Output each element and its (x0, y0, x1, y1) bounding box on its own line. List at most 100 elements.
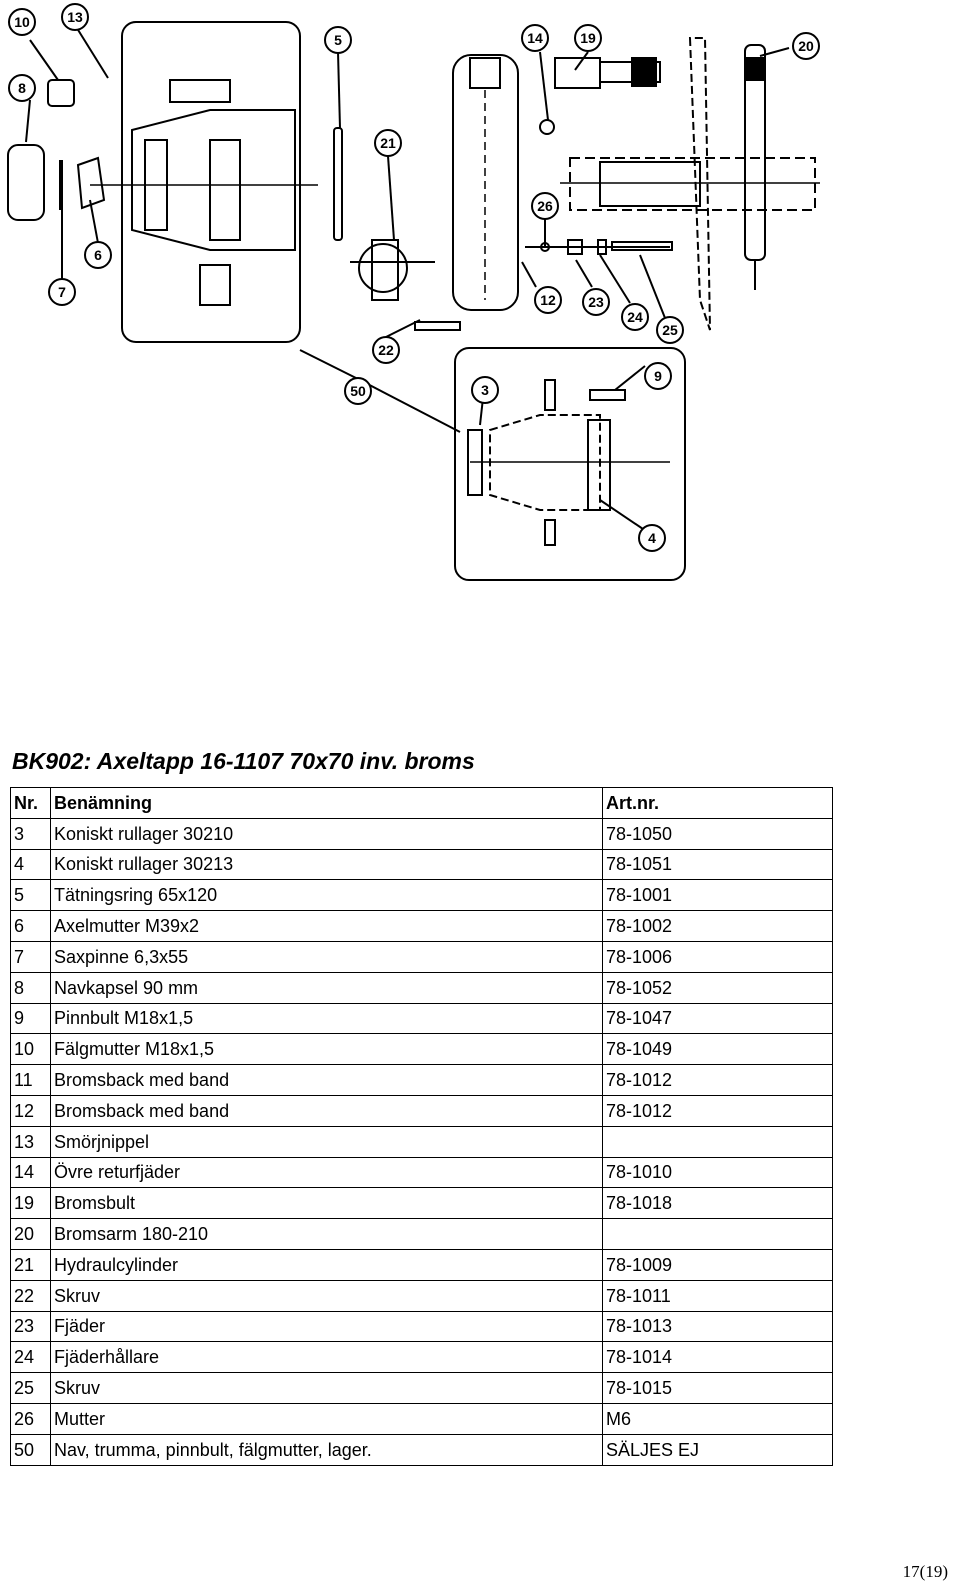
cell-art-nr: 78-1015 (602, 1372, 833, 1404)
callout-6: 6 (94, 247, 102, 263)
cell-benamning: Mutter (50, 1402, 603, 1435)
callout-14: 14 (527, 30, 543, 46)
cell-art-nr: 78-1051 (602, 848, 833, 881)
callout-7: 7 (58, 284, 66, 300)
cell-nr: 8 (10, 971, 51, 1004)
cell-nr: 25 (10, 1372, 51, 1404)
cell-benamning: Bromsarm 180-210 (50, 1218, 603, 1250)
cell-benamning: Tätningsring 65x120 (50, 879, 603, 912)
callout-21: 21 (380, 135, 396, 151)
cell-nr: 3 (10, 817, 51, 850)
callout-12: 12 (540, 292, 556, 308)
cell-nr: 14 (10, 1156, 51, 1189)
cell-art-nr: 78-1006 (602, 940, 833, 973)
cell-art-nr: 78-1002 (602, 910, 833, 942)
cell-benamning: Bromsbult (50, 1187, 603, 1220)
callout-20: 20 (798, 38, 814, 54)
cell-benamning: Övre returfjäder (50, 1156, 603, 1189)
cell-benamning: Skruv (50, 1372, 603, 1404)
cell-benamning: Saxpinne 6,3x55 (50, 940, 603, 973)
callout-25: 25 (662, 322, 678, 338)
cell-nr: 7 (10, 940, 51, 973)
callout-4: 4 (648, 530, 656, 546)
cell-nr: 6 (10, 910, 51, 942)
cell-art-nr: SÄLJES EJ (602, 1433, 833, 1466)
cell-benamning: Bromsback med band (50, 1094, 603, 1127)
cell-art-nr: M6 (602, 1402, 833, 1435)
cell-nr: 26 (10, 1402, 51, 1435)
cell-art-nr: 78-1014 (602, 1341, 833, 1374)
cell-art-nr (602, 1218, 833, 1250)
cell-benamning: Fjäderhållare (50, 1341, 603, 1374)
cell-nr: 4 (10, 848, 51, 881)
cell-benamning: Koniskt rullager 30210 (50, 817, 603, 850)
cell-art-nr: 78-1052 (602, 971, 833, 1004)
cell-art-nr: 78-1012 (602, 1094, 833, 1127)
cell-art-nr: 78-1018 (602, 1187, 833, 1220)
cell-art-nr: 78-1011 (602, 1279, 833, 1312)
cell-nr: 21 (10, 1248, 51, 1281)
callout-23: 23 (588, 294, 604, 310)
document-title: BK902: Axeltapp 16-1107 70x70 inv. broms (12, 748, 475, 774)
cell-art-nr: 78-1012 (602, 1064, 833, 1096)
cell-art-nr: 78-1047 (602, 1002, 833, 1035)
header-nr: Nr. (10, 787, 51, 819)
cell-nr: 20 (10, 1218, 51, 1250)
cell-art-nr: 78-1050 (602, 817, 833, 850)
cell-benamning: Navkapsel 90 mm (50, 971, 603, 1004)
callout-5: 5 (334, 32, 342, 48)
cell-nr: 22 (10, 1279, 51, 1312)
table-header-row: Nr. Benämning Art.nr. (10, 787, 833, 819)
cell-nr: 50 (10, 1433, 51, 1466)
callout-26: 26 (537, 198, 553, 214)
cell-benamning: Skruv (50, 1279, 603, 1312)
cell-nr: 9 (10, 1002, 51, 1035)
cell-art-nr: 78-1049 (602, 1033, 833, 1066)
cell-nr: 24 (10, 1341, 51, 1374)
cell-benamning: Pinnbult M18x1,5 (50, 1002, 603, 1035)
cell-nr: 19 (10, 1187, 51, 1220)
cell-art-nr: 78-1013 (602, 1310, 833, 1343)
callout-13: 13 (67, 9, 83, 25)
cell-benamning: Fälgmutter M18x1,5 (50, 1033, 603, 1066)
cell-benamning: Axelmutter M39x2 (50, 910, 603, 942)
exploded-parts-diagram: 10 13 8 7 6 5 21 22 14 19 20 26 12 23 24… (7, 3, 820, 581)
cell-nr: 13 (10, 1125, 51, 1158)
cell-nr: 12 (10, 1094, 51, 1127)
cell-benamning: Nav, trumma, pinnbult, fälgmutter, lager… (50, 1433, 603, 1466)
cell-art-nr (602, 1125, 833, 1158)
callout-19: 19 (580, 30, 596, 46)
page-number: 17(19) (902, 1562, 948, 1581)
cell-benamning: Fjäder (50, 1310, 603, 1343)
cell-art-nr: 78-1001 (602, 879, 833, 912)
header-art-nr: Art.nr. (602, 787, 833, 819)
cell-nr: 5 (10, 879, 51, 912)
callout-9: 9 (654, 368, 662, 384)
cell-benamning: Hydraulcylinder (50, 1248, 603, 1281)
cell-nr: 23 (10, 1310, 51, 1343)
cell-nr: 11 (10, 1064, 51, 1096)
cell-benamning: Smörjnippel (50, 1125, 603, 1158)
callout-8: 8 (18, 80, 26, 96)
callout-10: 10 (14, 14, 30, 30)
